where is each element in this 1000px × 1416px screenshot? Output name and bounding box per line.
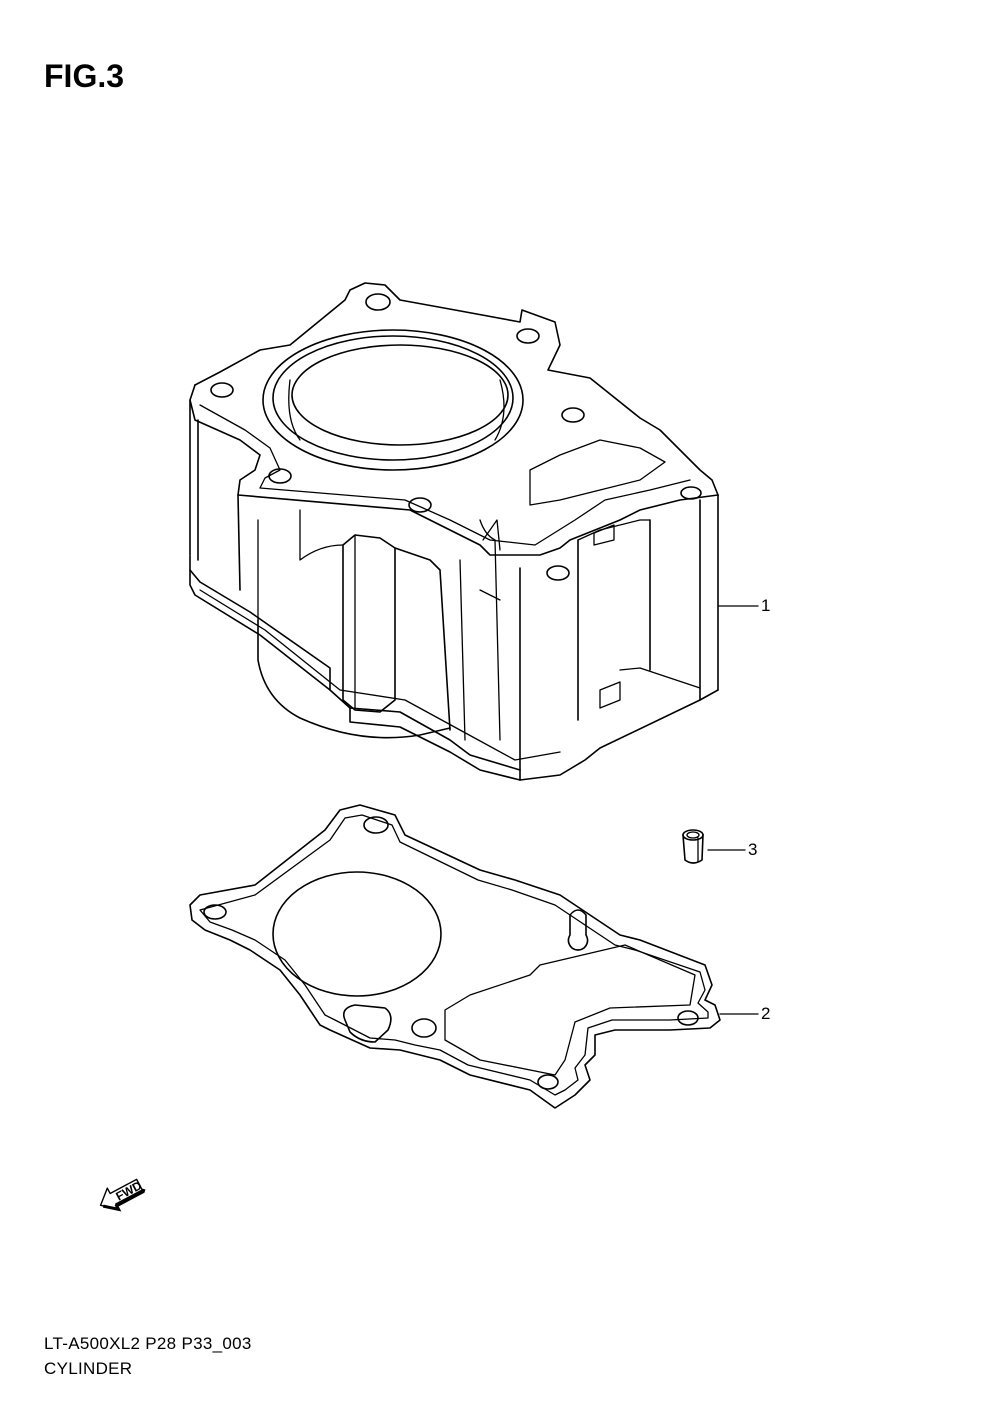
fwd-arrow-icon: FWD — [99, 1178, 146, 1212]
cylinder-part[interactable] — [189, 282, 719, 781]
callout-number-3: 3 — [748, 840, 758, 859]
callout-number-1: 1 — [761, 596, 771, 615]
callout-number-2: 2 — [761, 1004, 771, 1023]
dowel-pin-part[interactable] — [682, 829, 704, 864]
section-name: CYLINDER — [44, 1359, 133, 1378]
figure-title: FIG.3 — [44, 58, 125, 94]
gasket-part[interactable] — [189, 804, 721, 1109]
model-code: LT-A500XL2 P28 P33_003 — [44, 1334, 252, 1353]
